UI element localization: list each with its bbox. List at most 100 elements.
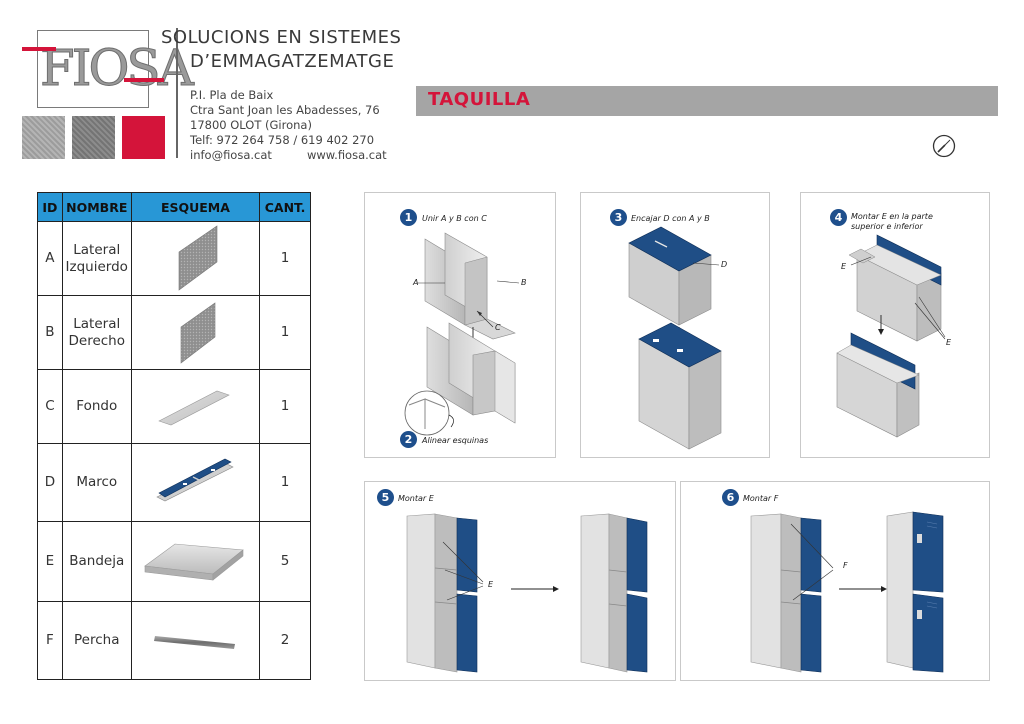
step-4-illustration xyxy=(836,234,946,438)
step-1-2-illustration xyxy=(404,232,520,436)
label-a: A xyxy=(413,278,419,287)
part-id: A xyxy=(37,221,63,296)
part-name-line: Bandeja xyxy=(69,553,125,569)
step-panel-1-2: 1 Unir A y B con C A B C 2 Alinear esqui… xyxy=(364,192,556,458)
col-header-name: NOMBRE xyxy=(61,192,132,222)
part-name-line: Izquierdo xyxy=(65,258,128,275)
part-scheme xyxy=(130,295,261,370)
title-bar xyxy=(416,86,998,116)
step-instruction: Unir A y B con C xyxy=(422,214,487,223)
part-qty: 1 xyxy=(259,443,311,522)
email-link[interactable]: info@fiosa.cat xyxy=(190,148,272,162)
part-name-line: Lateral xyxy=(73,241,121,258)
logo-text: FIOSA xyxy=(40,39,195,98)
part-scheme xyxy=(130,601,261,680)
step-number: 1 xyxy=(400,209,417,226)
part-qty: 1 xyxy=(259,221,311,296)
part-id: E xyxy=(37,521,63,602)
step-panel-5: 5 Montar E E xyxy=(364,481,676,681)
part-id: D xyxy=(37,443,63,522)
logo-accent-line xyxy=(124,78,164,82)
company-name-line1: SOLUCIONS EN SISTEMES xyxy=(161,27,402,48)
address-line: Ctra Sant Joan les Abadesses, 76 xyxy=(190,103,380,117)
logo-swatch-light xyxy=(22,116,65,159)
label-e: E xyxy=(841,262,847,271)
label-d: D xyxy=(721,260,728,269)
part-id: F xyxy=(37,601,63,680)
part-qty: 1 xyxy=(259,295,311,370)
part-name-line: Percha xyxy=(74,632,120,648)
frame-icon xyxy=(156,458,235,501)
col-header-id: ID xyxy=(37,192,63,222)
company-name-line2: D’EMMAGATZEMATGE xyxy=(190,51,395,72)
table-row: E Bandeja 5 xyxy=(37,521,311,602)
step-panel-6: 6 Montar F F xyxy=(680,481,990,681)
part-scheme xyxy=(130,221,261,296)
part-name: Fondo xyxy=(61,369,132,444)
part-id: C xyxy=(37,369,63,444)
address-line: 17800 OLOT (Girona) xyxy=(190,118,312,132)
step-instruction: Alinear esquinas xyxy=(422,436,489,445)
step-number: 2 xyxy=(400,431,417,448)
side-panel-icon xyxy=(181,301,216,364)
step-panel-3: 3 Encajar D con A y B D xyxy=(580,192,770,458)
hanger-rod-icon xyxy=(154,635,236,649)
part-qty: 1 xyxy=(259,369,311,444)
logo-frame xyxy=(37,30,149,108)
step-instruction: Montar F xyxy=(743,494,779,503)
label-e: E xyxy=(488,580,494,589)
screwdriver-icon xyxy=(932,134,956,158)
address-line: P.I. Pla de Baix xyxy=(190,88,274,102)
part-qty: 5 xyxy=(259,521,311,602)
col-header-qty: CANT. xyxy=(259,192,311,222)
table-row: D Marco 1 xyxy=(37,443,311,522)
label-c: C xyxy=(495,323,501,332)
address-block: P.I. Pla de Baix Ctra Sant Joan les Abad… xyxy=(190,88,387,163)
shelf-icon xyxy=(144,543,245,581)
web-link[interactable]: www.fiosa.cat xyxy=(307,148,387,162)
part-name-line: Marco xyxy=(76,474,118,490)
step-5-illustration xyxy=(406,513,648,673)
logo-swatch-red xyxy=(122,116,165,159)
label-f: F xyxy=(843,561,848,570)
step-panel-4: 4 Montar E en la parte superior e inferi… xyxy=(800,192,990,458)
header-divider xyxy=(176,28,178,158)
part-id: B xyxy=(37,295,63,370)
phone-line: Telf: 972 264 758 / 619 402 270 xyxy=(190,133,375,147)
col-header-scheme: ESQUEMA xyxy=(130,192,261,222)
part-name-line: Lateral xyxy=(73,315,121,332)
step-3-illustration xyxy=(628,226,722,450)
step-number: 4 xyxy=(830,209,847,226)
part-name-line: Fondo xyxy=(76,398,118,414)
parts-table-header: ID NOMBRE ESQUEMA CANT. xyxy=(37,192,311,222)
step-instruction: Montar E xyxy=(398,494,434,503)
part-scheme xyxy=(130,443,261,522)
step-instruction: Encajar D con A y B xyxy=(631,214,710,223)
part-name-line: Derecho xyxy=(68,332,126,349)
step-instruction-line: superior e inferior xyxy=(851,222,923,231)
label-b: B xyxy=(521,278,527,287)
part-name: Marco xyxy=(61,443,132,522)
part-scheme xyxy=(130,521,261,602)
table-row: F Percha 2 xyxy=(37,601,311,680)
back-panel-icon xyxy=(158,390,231,425)
step-instruction-line: Montar E en la parte xyxy=(851,212,933,221)
part-scheme xyxy=(130,369,261,444)
page-title: TAQUILLA xyxy=(428,89,531,110)
step-6-illustration xyxy=(750,511,944,673)
label-e: E xyxy=(946,338,952,347)
step-number: 3 xyxy=(610,209,627,226)
logo-accent-line xyxy=(22,47,56,51)
part-qty: 2 xyxy=(259,601,311,680)
step-number: 6 xyxy=(722,489,739,506)
step-instruction: Montar E en la parte superior e inferior xyxy=(851,212,933,232)
table-row: C Fondo 1 xyxy=(37,369,311,444)
part-name: Bandeja xyxy=(61,521,132,602)
side-panel-icon xyxy=(179,224,218,291)
part-name: Percha xyxy=(61,601,132,680)
